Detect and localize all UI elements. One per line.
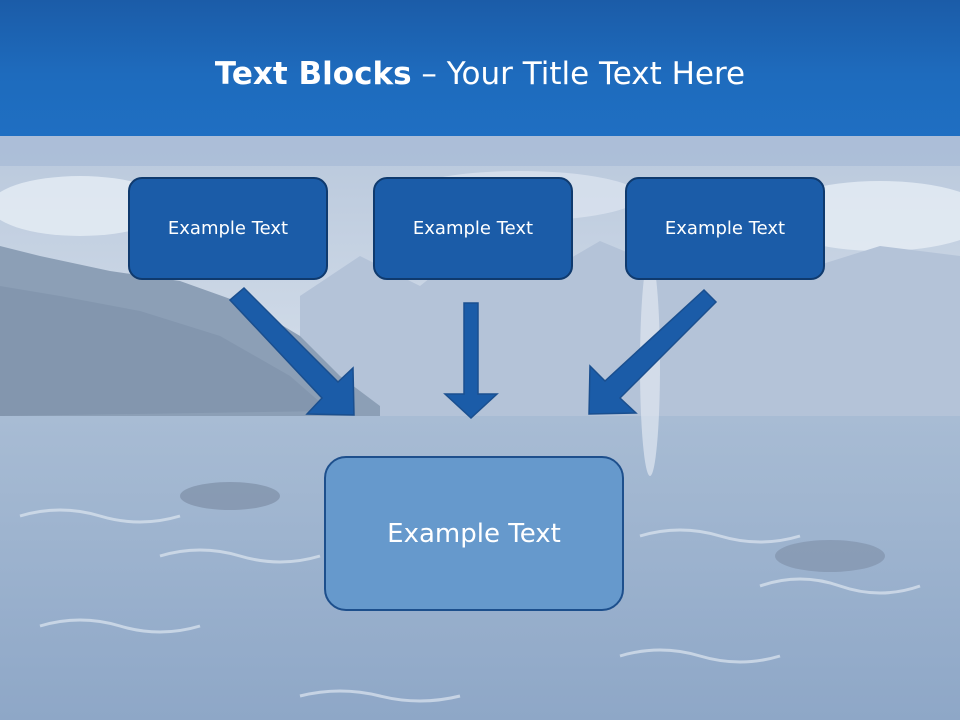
source-box-1: Example Text <box>128 177 328 280</box>
title-bold: Text Blocks <box>214 56 412 92</box>
title-rest: Your Title Text Here <box>446 56 746 92</box>
target-box-label: Example Text <box>387 518 561 549</box>
source-box-2-label: Example Text <box>412 218 534 239</box>
slide-title: Text Blocks – Your Title Text Here <box>0 52 960 96</box>
arrow-right <box>588 288 718 415</box>
arrow-left <box>228 286 355 416</box>
source-box-3: Example Text <box>625 177 825 280</box>
source-box-3-label: Example Text <box>664 218 786 239</box>
target-box: Example Text <box>324 456 624 611</box>
source-box-2: Example Text <box>373 177 573 280</box>
title-dash: – <box>411 56 447 92</box>
title-bar: Text Blocks – Your Title Text Here <box>0 0 960 136</box>
source-box-1-label: Example Text <box>167 218 289 239</box>
arrow-center <box>443 302 499 420</box>
